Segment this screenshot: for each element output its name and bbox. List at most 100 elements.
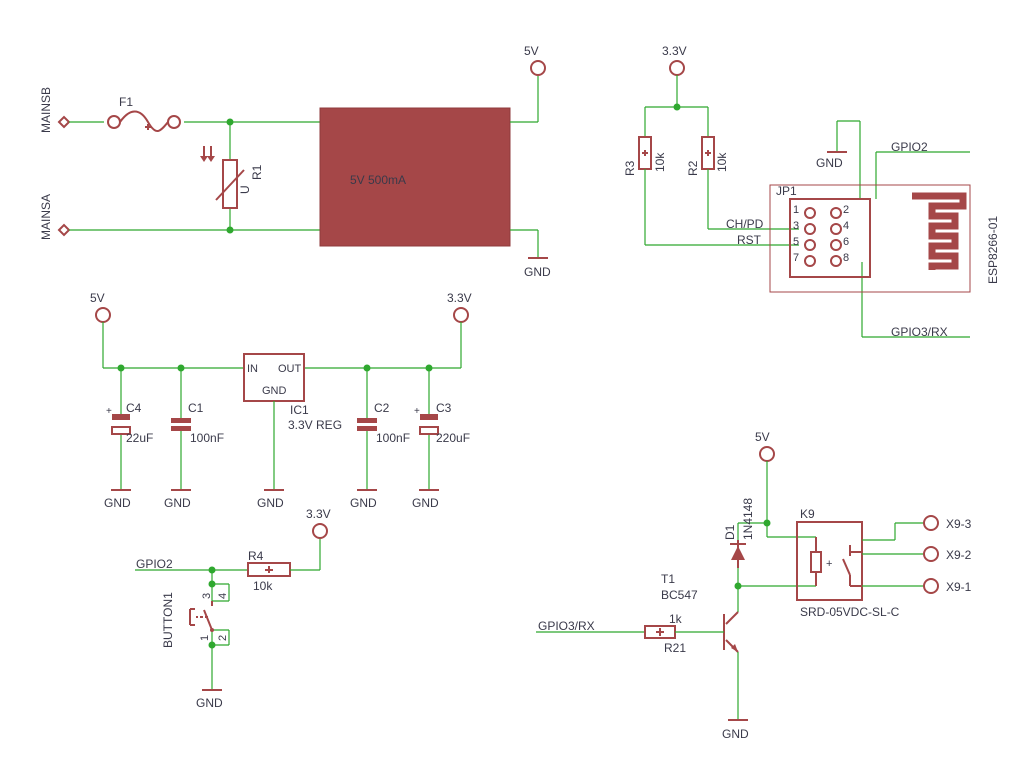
capacitor-c3-label: C3 bbox=[436, 401, 452, 415]
resistor-r4-value: 10k bbox=[253, 579, 273, 593]
gpio2-net-label: GPIO2 bbox=[891, 140, 928, 154]
transistor-t1-value: BC547 bbox=[661, 588, 698, 602]
button1-label: BUTTON1 bbox=[161, 592, 175, 648]
capacitor-c2 bbox=[357, 418, 377, 431]
button-pin-label: 2 bbox=[217, 635, 229, 641]
button-pin-label: 3 bbox=[201, 593, 213, 599]
ground-label: GND bbox=[104, 496, 131, 510]
mainsa-label: MAINSA bbox=[39, 194, 53, 240]
regulator-ic1-value: 3.3V REG bbox=[288, 418, 342, 432]
gpio3rx-net-label: GPIO3/RX bbox=[538, 619, 595, 633]
gpio3rx-net-label: GPIO3/RX bbox=[891, 325, 948, 339]
junction bbox=[673, 103, 681, 111]
ground-label: GND bbox=[257, 496, 284, 510]
capacitor-c4-value: 22uF bbox=[126, 431, 153, 445]
resistor-r3-value: 10k bbox=[653, 152, 667, 172]
varistor-r1 bbox=[200, 146, 245, 209]
svg-text:+: + bbox=[826, 558, 832, 570]
v33-supply-symbol bbox=[669, 60, 685, 76]
mainsb-label: MAINSB bbox=[39, 87, 53, 133]
ground-label: GND bbox=[164, 496, 191, 510]
v5-supply-label: 5V bbox=[90, 291, 105, 305]
header-pin-label: 1 bbox=[793, 204, 799, 216]
mainsa-terminal bbox=[57, 223, 71, 237]
button-pin-label: 1 bbox=[199, 635, 211, 641]
resistor-r4-label: R4 bbox=[248, 549, 264, 563]
capacitor-c4-label: C4 bbox=[126, 401, 142, 415]
x9-1-terminal bbox=[923, 578, 939, 594]
esp-section: 3.3V R3 10k R2 10k CH/PD RST bbox=[623, 44, 1000, 339]
v33-supply-symbol bbox=[453, 307, 469, 323]
resistor-r21 bbox=[644, 625, 676, 639]
esp8266-label: ESP8266-01 bbox=[986, 216, 1000, 284]
v5-supply-symbol bbox=[530, 60, 546, 76]
ground-label: GND bbox=[816, 156, 843, 170]
regulator-gnd-pin: GND bbox=[262, 385, 287, 397]
v5-supply-symbol bbox=[759, 446, 775, 462]
fuse-f1 bbox=[107, 110, 181, 132]
ground-label: GND bbox=[350, 496, 377, 510]
diode-d1-label: D1 bbox=[723, 524, 737, 540]
regulator-in-pin: IN bbox=[247, 363, 258, 375]
v33-supply-label: 3.3V bbox=[306, 507, 331, 521]
junction bbox=[763, 519, 771, 527]
diode-d1-value: 1N4148 bbox=[741, 498, 755, 540]
fuse-f1-label: F1 bbox=[119, 95, 133, 109]
button-section: GPIO2 R4 10k 3.3V bbox=[135, 507, 331, 710]
capacitor-c2-value: 100nF bbox=[376, 431, 410, 445]
x9-3-terminal bbox=[923, 515, 939, 531]
psu-module-label: 5V 500mA bbox=[350, 173, 406, 187]
resistor-r21-label: R21 bbox=[664, 641, 686, 655]
resistor-r2 bbox=[701, 136, 715, 170]
ground-label: GND bbox=[196, 696, 223, 710]
capacitor-c3: + bbox=[414, 406, 439, 435]
ground-label: GND bbox=[722, 727, 749, 741]
chpd-net-label: CH/PD bbox=[726, 217, 764, 231]
rst-net-label: RST bbox=[737, 233, 762, 247]
relay-k9: + bbox=[796, 521, 863, 601]
v33-supply-symbol bbox=[312, 523, 328, 539]
junction bbox=[208, 641, 216, 649]
esp8266-board bbox=[769, 184, 971, 293]
header-pin-label: 2 bbox=[843, 204, 849, 216]
capacitor-c3-value: 220uF bbox=[436, 431, 470, 445]
header-pin-label: 5 bbox=[793, 236, 799, 248]
junction bbox=[226, 226, 234, 234]
regulator-section: 5V 3.3V IN OUT GND IC1 3.3V REG + C4 bbox=[90, 291, 472, 510]
header-pin-label: 4 bbox=[843, 220, 849, 232]
transistor-t1-label: T1 bbox=[661, 572, 675, 586]
psu-module bbox=[319, 107, 511, 247]
gpio2-net-label: GPIO2 bbox=[136, 557, 173, 571]
capacitor-c4: + bbox=[106, 406, 131, 435]
relay-section: 5V D1 1N4148 + bbox=[536, 430, 972, 741]
resistor-r3-label: R3 bbox=[623, 160, 637, 176]
capacitor-c2-label: C2 bbox=[374, 401, 390, 415]
header-jp1-label: JP1 bbox=[776, 184, 797, 198]
capacitor-c1-label: C1 bbox=[188, 401, 204, 415]
ground-label: GND bbox=[412, 496, 439, 510]
x9-1-label: X9-1 bbox=[946, 580, 972, 594]
resistor-r2-label: R2 bbox=[686, 160, 700, 176]
capacitor-c1 bbox=[171, 418, 191, 431]
regulator-ic1-label: IC1 bbox=[290, 403, 309, 417]
v5-supply-label: 5V bbox=[524, 44, 539, 58]
regulator-out-pin: OUT bbox=[278, 363, 302, 375]
x9-3-label: X9-3 bbox=[946, 517, 972, 531]
resistor-r3 bbox=[638, 136, 652, 170]
header-pin-label: 3 bbox=[793, 220, 799, 232]
junction bbox=[226, 118, 234, 126]
resistor-r4 bbox=[247, 562, 291, 577]
button-pin-label: 4 bbox=[217, 593, 229, 599]
varistor-r1-label: R1 bbox=[250, 164, 264, 180]
mainsb-terminal bbox=[57, 115, 71, 129]
junction bbox=[208, 580, 216, 588]
header-pin-label: 7 bbox=[793, 252, 799, 264]
v5-supply-symbol bbox=[95, 307, 111, 323]
relay-k9-label: K9 bbox=[800, 507, 815, 521]
mains-input-section: MAINSB MAINSA F1 R1 bbox=[39, 44, 551, 279]
ground-label: GND bbox=[524, 265, 551, 279]
pushbutton-button1 bbox=[189, 601, 214, 632]
relay-k9-value: SRD-05VDC-SL-C bbox=[800, 605, 900, 619]
header-jp1 bbox=[789, 198, 871, 278]
